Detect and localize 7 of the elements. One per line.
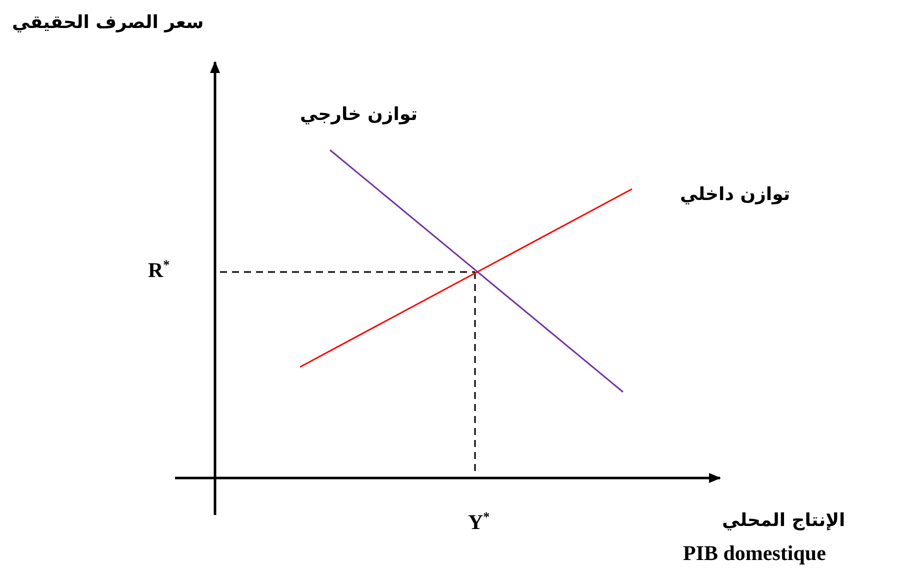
point-label: Y$^{*}$ [468,510,490,533]
curve-label: توازن داخلي [680,186,790,204]
axis-title: الإنتاج المحلي [722,512,846,530]
axis-title: PIB domestique [683,543,826,564]
curve-label: توازن خارجي [300,106,418,124]
axis-title: سعر الصرف الحقيقي [12,14,204,32]
point-label: R$^{*}$ [148,258,170,281]
